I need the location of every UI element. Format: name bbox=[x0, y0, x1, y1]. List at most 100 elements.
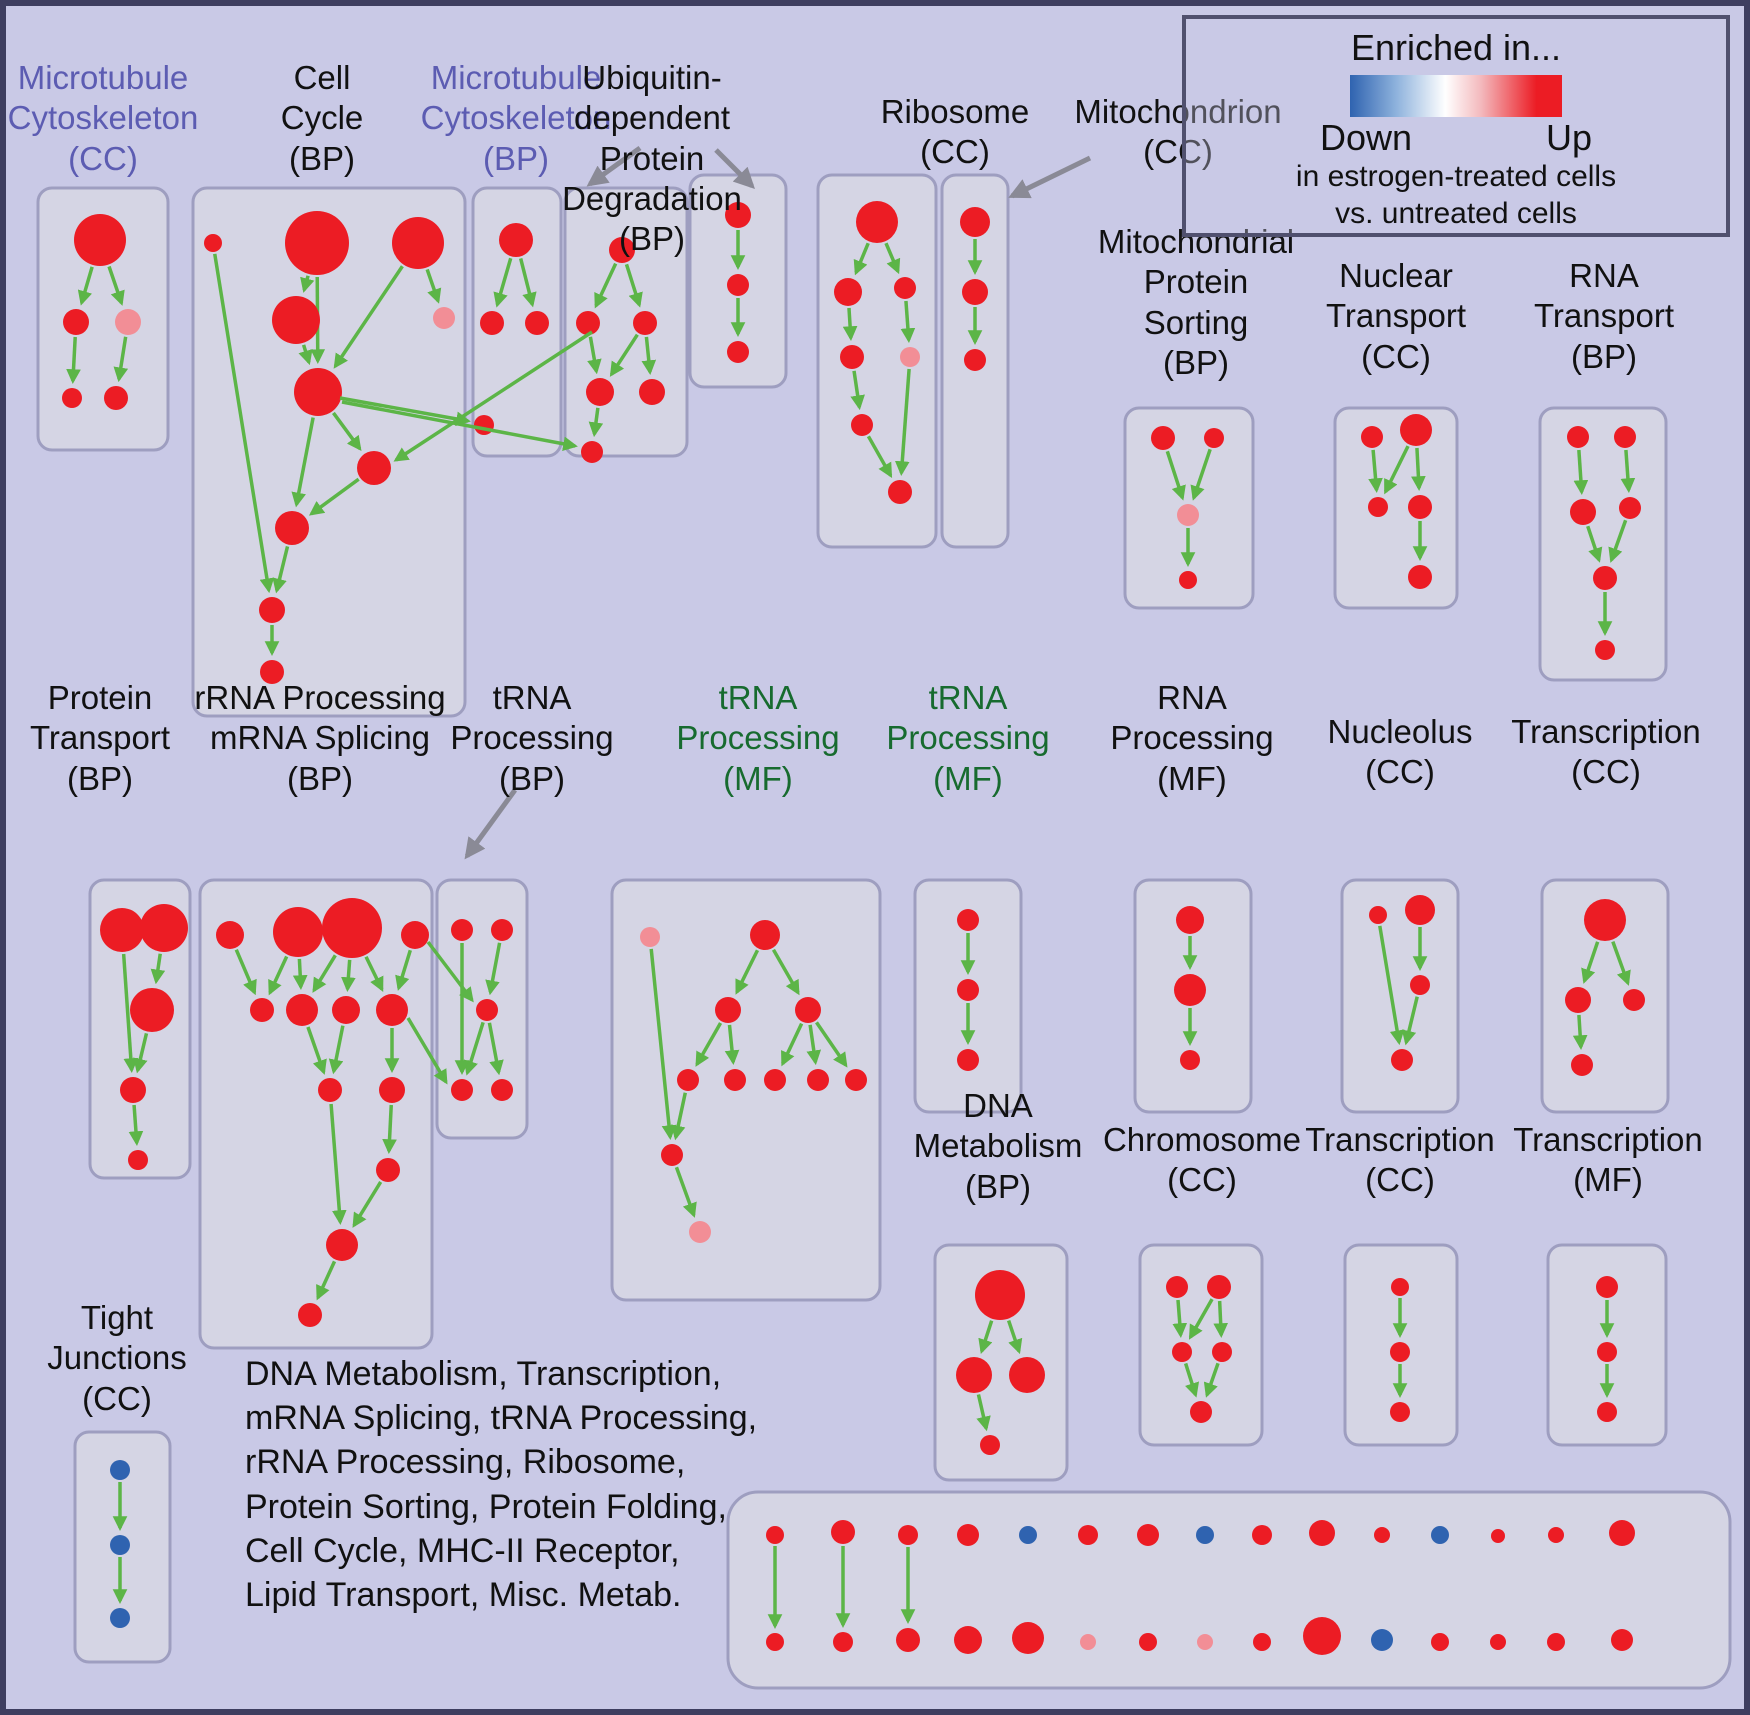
go-term-node bbox=[633, 311, 657, 335]
cluster-nucleolus-cc bbox=[1340, 878, 1460, 1114]
go-term-edge bbox=[1586, 525, 1603, 563]
go-term-node bbox=[1595, 640, 1615, 660]
go-term-edge bbox=[133, 1032, 149, 1074]
go-term-node bbox=[1368, 497, 1388, 517]
go-term-node bbox=[128, 1150, 148, 1170]
go-term-node bbox=[964, 349, 986, 371]
go-term-edge bbox=[272, 546, 290, 594]
go-term-node bbox=[640, 927, 660, 947]
go-term-node bbox=[294, 368, 342, 416]
cluster-microtubule-bp bbox=[471, 186, 563, 458]
cluster-box-rna-transport-bp bbox=[1538, 406, 1668, 682]
cluster-tight-junctions-cc bbox=[73, 1430, 172, 1664]
go-term-node bbox=[1390, 1402, 1410, 1422]
go-term-edge bbox=[724, 1024, 740, 1066]
go-term-node bbox=[62, 388, 82, 408]
go-term-node bbox=[1197, 1634, 1213, 1650]
cluster-mito-protein-sorting-bp bbox=[1123, 406, 1255, 610]
cross-cluster-edge bbox=[406, 1017, 448, 1085]
go-term-edge bbox=[1611, 941, 1631, 986]
go-term-node bbox=[140, 904, 188, 952]
go-term-node bbox=[661, 1144, 683, 1166]
go-term-node bbox=[896, 1628, 920, 1652]
go-term-node bbox=[1490, 1634, 1506, 1650]
go-term-node bbox=[840, 345, 864, 369]
go-term-node bbox=[451, 919, 473, 941]
go-term-node bbox=[957, 1049, 979, 1071]
go-term-node bbox=[1614, 426, 1636, 448]
go-term-node bbox=[1179, 571, 1197, 589]
go-term-node bbox=[900, 347, 920, 367]
go-term-edge bbox=[771, 948, 800, 996]
cluster-nuclear-transport-cc bbox=[1333, 406, 1459, 610]
go-term-edge bbox=[695, 1022, 723, 1067]
go-term-edge bbox=[588, 407, 604, 438]
cluster-box-misc-metab bbox=[726, 1490, 1732, 1690]
go-term-node bbox=[689, 1221, 711, 1243]
go-term-node bbox=[1166, 1276, 1188, 1298]
go-term-edge bbox=[1383, 445, 1410, 495]
go-term-edge bbox=[781, 1022, 804, 1067]
go-term-edge bbox=[300, 275, 315, 293]
cluster-box-ribosome-cc bbox=[816, 173, 938, 549]
go-term-node bbox=[1137, 1524, 1159, 1546]
go-term-edge bbox=[641, 336, 657, 376]
go-term-edge bbox=[306, 1026, 327, 1075]
go-term-node bbox=[586, 378, 614, 406]
cluster-ubiquitin-bp-b bbox=[688, 173, 788, 389]
go-term-edge bbox=[128, 1104, 144, 1146]
go-term-node bbox=[451, 1079, 473, 1101]
go-term-edge bbox=[1581, 941, 1600, 984]
go-term-node bbox=[272, 296, 320, 344]
go-term-node bbox=[894, 277, 916, 299]
go-term-edge bbox=[976, 1394, 991, 1432]
cluster-chromosome-cc bbox=[1138, 1243, 1264, 1447]
go-term-node bbox=[1547, 1633, 1565, 1651]
go-term-node bbox=[956, 1357, 992, 1393]
go-term-edge bbox=[1620, 449, 1636, 493]
go-term-node bbox=[845, 1069, 867, 1091]
go-term-node bbox=[795, 997, 821, 1023]
cross-cluster-edge bbox=[339, 396, 471, 427]
cluster-dna-metabolism-bp bbox=[933, 1243, 1069, 1482]
go-term-edge bbox=[150, 953, 166, 985]
go-term-node bbox=[259, 597, 285, 623]
go-term-node bbox=[834, 278, 862, 306]
go-term-node bbox=[725, 202, 751, 228]
go-term-node bbox=[1252, 1525, 1272, 1545]
go-term-node bbox=[1253, 1633, 1271, 1651]
go-term-edge bbox=[853, 242, 870, 276]
cluster-box-microtubule-bp bbox=[471, 186, 563, 458]
go-term-node bbox=[1369, 906, 1387, 924]
go-term-edge bbox=[850, 370, 865, 411]
go-term-node bbox=[318, 1078, 342, 1102]
go-term-edge bbox=[66, 336, 81, 384]
go-term-node bbox=[110, 1460, 130, 1480]
label-pointer-arrow bbox=[586, 145, 642, 187]
go-term-node bbox=[851, 414, 873, 436]
go-term-node bbox=[766, 1633, 784, 1651]
go-term-node bbox=[954, 1626, 982, 1654]
go-term-node bbox=[298, 1303, 322, 1327]
legend-subtitle-line2: vs. untreated cells bbox=[1335, 196, 1577, 230]
go-term-node bbox=[833, 1632, 853, 1652]
go-term-node bbox=[1180, 1050, 1200, 1070]
cluster-cell-cycle-bp bbox=[191, 186, 467, 718]
cluster-box-nuclear-transport-cc bbox=[1333, 406, 1459, 610]
cluster-box-protein-transport-bp bbox=[88, 878, 192, 1180]
go-term-node bbox=[1204, 428, 1224, 448]
legend-subtitle-line1: in estrogen-treated cells bbox=[1295, 160, 1617, 193]
go-term-node bbox=[120, 1077, 146, 1103]
go-term-node bbox=[639, 379, 665, 405]
go-term-node bbox=[1019, 1526, 1037, 1544]
go-term-node bbox=[581, 441, 603, 463]
go-term-edge bbox=[1411, 447, 1426, 491]
go-term-node bbox=[1176, 906, 1204, 934]
go-term-edge bbox=[463, 1021, 485, 1076]
go-term-edge bbox=[1378, 925, 1405, 1046]
go-term-node bbox=[766, 1526, 784, 1544]
cluster-ribosome-cc bbox=[816, 173, 938, 549]
go-term-edge bbox=[609, 333, 639, 377]
go-term-edge bbox=[382, 1104, 397, 1154]
cluster-box-rrna-mrna-bp bbox=[198, 878, 434, 1350]
